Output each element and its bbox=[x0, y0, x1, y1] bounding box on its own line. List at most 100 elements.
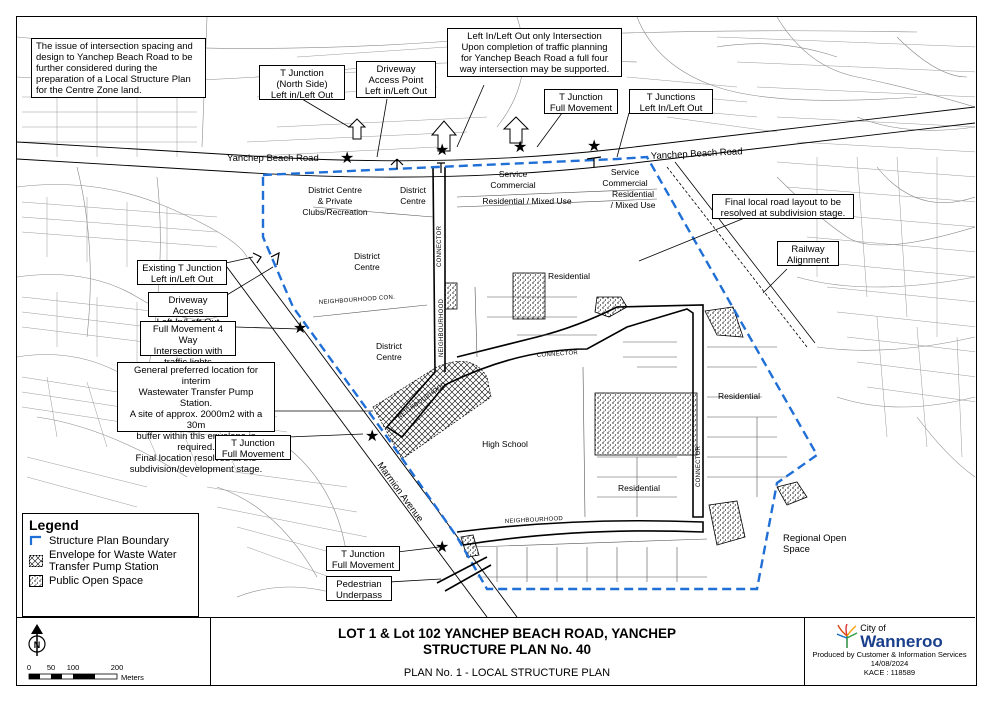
zone-label: District Centre bbox=[308, 185, 362, 195]
structure-plan-boundary bbox=[261, 155, 819, 591]
marmion-avenue bbox=[226, 256, 518, 617]
callout-t-junction-north: T Junction(North Side)Left in/Left Out bbox=[259, 65, 345, 101]
pedestrian-underpass-path bbox=[436, 556, 488, 584]
regional-open-space-label: Regional Open bbox=[783, 533, 846, 544]
pedestrian-underpass-path bbox=[444, 564, 492, 592]
road-name: NEIGHBOURHOOD CON. bbox=[319, 295, 396, 306]
railway-alignment bbox=[666, 161, 816, 348]
produced-by: Produced by Customer & Information Servi… bbox=[812, 650, 967, 659]
zone-label: Service bbox=[611, 167, 640, 177]
scale-bar: 0 50 100 200 Meters bbox=[27, 663, 144, 682]
zone-label: Commercial bbox=[602, 178, 647, 188]
star-icon: ★ bbox=[513, 137, 527, 156]
zone-label: Residential bbox=[618, 483, 660, 493]
star-icon: ★ bbox=[435, 140, 449, 159]
star-icon: ★ bbox=[587, 136, 601, 155]
plan-title-panel: LOT 1 & Lot 102 YANCHEP BEACH ROAD, YANC… bbox=[210, 618, 805, 685]
intersection-arrows bbox=[347, 116, 530, 152]
svg-text:Meters: Meters bbox=[121, 673, 144, 682]
callout-intersection-spacing: The issue of intersection spacing and de… bbox=[31, 38, 206, 98]
road-name: NEIGHBOURHOOD bbox=[505, 516, 564, 525]
zone-label: Residential bbox=[612, 189, 654, 199]
legend: Legend Structure Plan Boundary Envelope … bbox=[22, 513, 199, 617]
north-arrow-icon: N bbox=[28, 624, 46, 656]
t-junction-icon bbox=[252, 251, 280, 266]
zone-label: High School bbox=[482, 439, 528, 449]
arrow-up-icon bbox=[502, 116, 530, 144]
stipple-swatch-icon bbox=[29, 575, 43, 587]
public-open-space bbox=[444, 272, 808, 558]
zone-label: District bbox=[400, 185, 427, 195]
hatch-swatch-icon bbox=[29, 555, 43, 567]
legend-item-envelope: Envelope for Waste Water Transfer Pump S… bbox=[29, 549, 192, 573]
north-arrow-scale: N 0 50 100 200 Meters bbox=[27, 624, 144, 682]
zone-label: Service bbox=[499, 169, 528, 179]
title-block: N 0 50 100 200 Meters LOT 1 & Lot 102 YA… bbox=[17, 617, 975, 685]
legend-item-pos: Public Open Space bbox=[29, 575, 192, 587]
yanchep-beach-road bbox=[17, 106, 975, 178]
svg-text:N: N bbox=[34, 640, 41, 650]
scale-north-panel: N 0 50 100 200 Meters bbox=[17, 618, 211, 685]
zone-label: Centre bbox=[354, 262, 380, 272]
junction-markers bbox=[252, 156, 602, 266]
zone-label: & Private bbox=[318, 196, 353, 206]
svg-text:50: 50 bbox=[47, 663, 55, 672]
zone-label: Centre bbox=[376, 352, 402, 362]
council-panel: City of Wanneroo Produced by Customer & … bbox=[804, 618, 975, 685]
arrow-up-icon bbox=[347, 118, 367, 140]
svg-text:100: 100 bbox=[67, 663, 80, 672]
svg-text:200: 200 bbox=[111, 663, 124, 672]
zone-label: / Mixed Use bbox=[611, 200, 656, 210]
internal-roads bbox=[385, 166, 704, 546]
zone-label: District bbox=[354, 251, 381, 261]
wastewater-envelope bbox=[372, 361, 492, 460]
map-frame: Yanchep Beach Road Yanchep Beach Road Ma… bbox=[16, 16, 977, 686]
t-junction-icon bbox=[390, 158, 404, 169]
zone-label: Commercial bbox=[490, 180, 535, 190]
star-icon: ★ bbox=[340, 148, 354, 167]
zone-label: District bbox=[376, 341, 403, 351]
road-name: CONNECTOR bbox=[696, 445, 702, 487]
road-label-yanchep-east: Yanchep Beach Road bbox=[651, 146, 743, 162]
road-name: NEIGHBOURHOOD bbox=[439, 298, 445, 357]
zone-label: Clubs/Recreation bbox=[302, 207, 367, 217]
road-label-marmion: Marmion Avenue bbox=[375, 460, 426, 524]
star-markers: ★ ★ ★ ★ ★ ★ ★ bbox=[293, 136, 601, 556]
plan-name: PLAN No. 1 - LOCAL STRUCTURE PLAN bbox=[403, 667, 611, 679]
produced-date: 14/08/2024 bbox=[870, 659, 909, 668]
star-icon: ★ bbox=[365, 426, 379, 445]
svg-text:0: 0 bbox=[27, 663, 31, 672]
arrow-up-icon bbox=[430, 120, 458, 152]
road-name: CONNECTOR bbox=[437, 225, 443, 267]
t-junction-icon bbox=[437, 162, 445, 173]
internal-lots bbox=[312, 188, 787, 582]
zone-label: Residential bbox=[548, 271, 590, 281]
star-icon: ★ bbox=[435, 537, 449, 556]
zone-label: Centre bbox=[400, 196, 426, 206]
plan-subtitle: STRUCTURE PLAN No. 40 bbox=[422, 642, 591, 657]
legend-title: Legend bbox=[29, 517, 79, 533]
t-junction-icon bbox=[586, 156, 602, 167]
zone-label: Residential / Mixed Use bbox=[482, 196, 572, 206]
road-name: CONNECTOR bbox=[537, 350, 579, 359]
boundary-swatch-icon bbox=[29, 535, 41, 545]
callout-leaders bbox=[216, 84, 788, 584]
zone-label: Residential bbox=[718, 391, 760, 401]
logo-wanneroo: Wanneroo bbox=[860, 632, 943, 651]
regional-open-space-label: Space bbox=[783, 544, 810, 555]
structure-plan-map: Yanchep Beach Road Yanchep Beach Road Ma… bbox=[17, 17, 975, 617]
star-icon: ★ bbox=[293, 318, 307, 337]
road-label-yanchep-west: Yanchep Beach Road bbox=[227, 153, 319, 164]
